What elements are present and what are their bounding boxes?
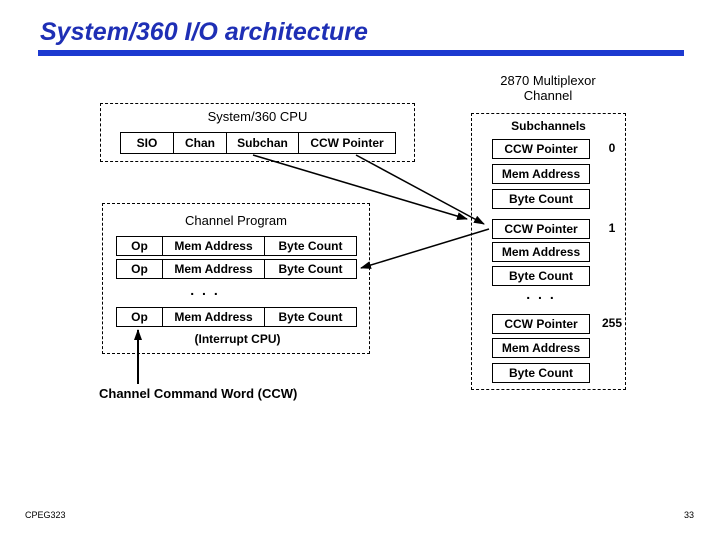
subchannels-box: Subchannels CCW Pointer 0 Mem Address By… xyxy=(471,113,626,390)
multiplexor-label-line1: 2870 Multiplexor xyxy=(500,73,596,88)
arrow-subchannel-to-channel-program-icon xyxy=(360,228,490,269)
cpu-cell-ccw-pointer: CCW Pointer xyxy=(298,132,396,154)
subchannel-1-byte-count: Byte Count xyxy=(492,266,590,286)
subchannel-1-mem-address: Mem Address xyxy=(492,242,590,262)
multiplexor-channel-label: 2870 Multiplexor Channel xyxy=(470,73,626,103)
multiplexor-label-line2: Channel xyxy=(523,88,573,103)
cpu-cell-subchan: Subchan xyxy=(226,132,299,154)
channel-program-ellipsis: . . . xyxy=(190,282,220,298)
channel-program-box: Channel Program Op Mem Address Byte Coun… xyxy=(102,203,370,354)
interrupt-cpu-label: (Interrupt CPU) xyxy=(194,332,281,346)
ccw-caption: Channel Command Word (CCW) xyxy=(99,386,298,401)
cpu-cell-chan: Chan xyxy=(173,132,227,154)
subchannel-0-index: 0 xyxy=(608,141,616,155)
footer-course-code: CPEG323 xyxy=(25,510,66,520)
ccw-row-3-op: Op xyxy=(116,307,163,327)
arrow-ccw-pointer-to-subchannel-icon xyxy=(355,154,485,225)
ccw-row-2-byte-count: Byte Count xyxy=(264,259,357,279)
cpu-box: System/360 CPU SIO Chan Subchan CCW Poin… xyxy=(100,103,415,162)
subchannels-ellipsis: . . . xyxy=(526,286,556,302)
subchannel-0-mem-address: Mem Address xyxy=(492,164,590,184)
title-underline xyxy=(38,50,684,56)
channel-program-title: Channel Program xyxy=(185,213,287,228)
subchannel-255-byte-count: Byte Count xyxy=(492,363,590,383)
subchannel-1-index: 1 xyxy=(608,221,616,235)
ccw-row-1: Op Mem Address Byte Count xyxy=(116,236,359,256)
subchannel-255-index: 255 xyxy=(601,316,623,330)
page-number: 33 xyxy=(683,510,694,520)
ccw-row-2-mem-address: Mem Address xyxy=(162,259,265,279)
subchannel-0-byte-count: Byte Count xyxy=(492,189,590,209)
subchannel-255-mem-address: Mem Address xyxy=(492,338,590,358)
subchannels-title: Subchannels xyxy=(511,119,586,133)
ccw-row-1-mem-address: Mem Address xyxy=(162,236,265,256)
ccw-row-1-byte-count: Byte Count xyxy=(264,236,357,256)
ccw-row-3-byte-count: Byte Count xyxy=(264,307,357,327)
ccw-row-3-mem-address: Mem Address xyxy=(162,307,265,327)
ccw-row-1-op: Op xyxy=(116,236,163,256)
ccw-row-3: Op Mem Address Byte Count xyxy=(116,307,359,327)
ccw-row-2-op: Op xyxy=(116,259,163,279)
cpu-box-title: System/360 CPU xyxy=(207,109,308,124)
subchannel-0-ccw-pointer: CCW Pointer xyxy=(492,139,590,159)
subchannel-255-ccw-pointer: CCW Pointer xyxy=(492,314,590,334)
ccw-row-2: Op Mem Address Byte Count xyxy=(116,259,359,279)
page-title: System/360 I/O architecture xyxy=(40,18,368,46)
cpu-cell-sio: SIO xyxy=(120,132,174,154)
subchannel-1-ccw-pointer: CCW Pointer xyxy=(492,219,590,239)
cpu-register-table: SIO Chan Subchan CCW Pointer xyxy=(120,132,399,154)
